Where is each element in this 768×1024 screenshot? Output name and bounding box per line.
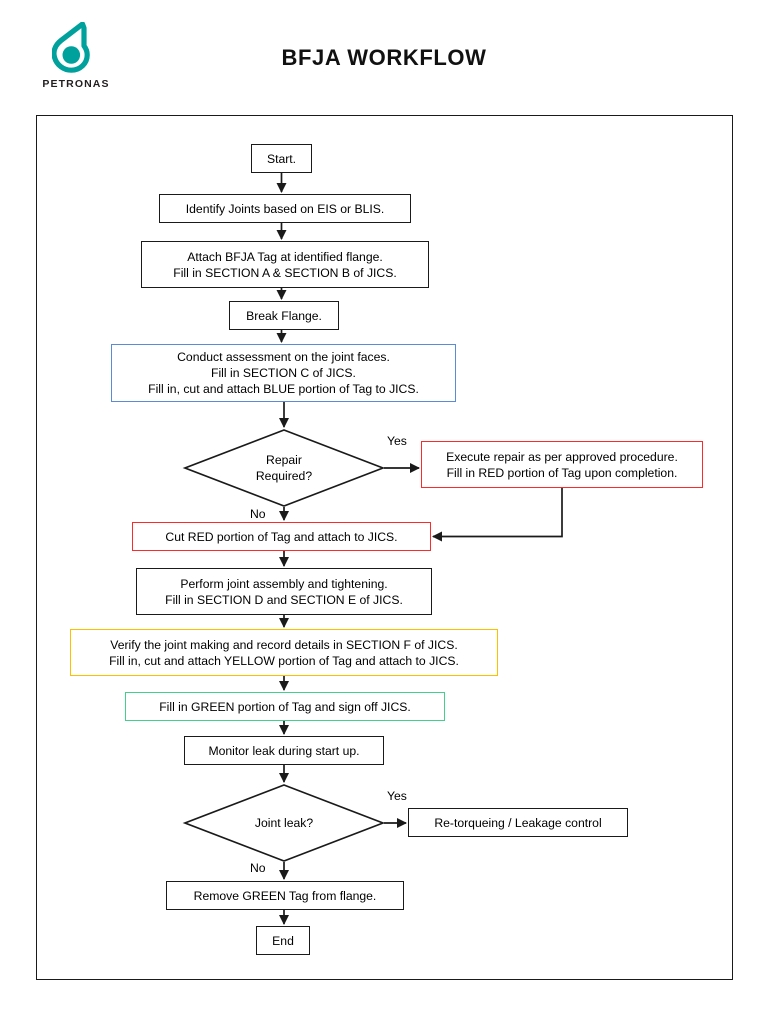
node-identify-joints[interactable]: Identify Joints based on EIS or BLIS. (159, 194, 411, 223)
petronas-oil-drop-icon (51, 21, 100, 76)
edge-label-repair-no: No (250, 507, 266, 521)
node-end-label: End (272, 933, 294, 948)
node-remove-green-tag[interactable]: Remove GREEN Tag from flange. (166, 881, 404, 910)
node-perform-joint-assembly[interactable]: Perform joint assembly and tightening. F… (136, 568, 432, 615)
node-verify-joint-making[interactable]: Verify the joint making and record detai… (70, 629, 498, 676)
node-cut-red-portion-label: Cut RED portion of Tag and attach to JIC… (165, 529, 398, 544)
node-break-flange[interactable]: Break Flange. (229, 301, 339, 330)
node-joint-leak[interactable]: Joint leak? (182, 784, 386, 862)
node-execute-repair[interactable]: Execute repair as per approved procedure… (421, 441, 703, 488)
edge-label-leak-no: No (250, 861, 266, 875)
flowchart-frame: Start. Identify Joints based on EIS or B… (36, 115, 733, 980)
node-monitor-leak[interactable]: Monitor leak during start up. (184, 736, 384, 765)
node-repair-required-label: Repair Required? (255, 453, 313, 483)
page-header: PETRONAS BFJA WORKFLOW (0, 0, 768, 115)
node-start[interactable]: Start. (251, 144, 312, 173)
node-re-torqueing[interactable]: Re-torqueing / Leakage control (408, 808, 628, 837)
edge-label-leak-yes: Yes (387, 789, 407, 803)
node-fill-green-portion[interactable]: Fill in GREEN portion of Tag and sign of… (125, 692, 445, 721)
edge-label-repair-yes: Yes (387, 434, 407, 448)
node-verify-joint-making-label: Verify the joint making and record detai… (109, 637, 459, 668)
node-start-label: Start. (266, 151, 297, 166)
node-monitor-leak-label: Monitor leak during start up. (208, 743, 360, 758)
node-end[interactable]: End (256, 926, 310, 955)
node-repair-required[interactable]: Repair Required? (182, 429, 386, 507)
node-cut-red-portion[interactable]: Cut RED portion of Tag and attach to JIC… (132, 522, 431, 551)
node-joint-leak-label: Joint leak? (254, 816, 314, 830)
node-identify-joints-label: Identify Joints based on EIS or BLIS. (185, 201, 385, 216)
page-title: BFJA WORKFLOW (281, 45, 487, 70)
node-execute-repair-label: Execute repair as per approved procedure… (446, 449, 678, 480)
node-fill-green-portion-label: Fill in GREEN portion of Tag and sign of… (159, 699, 411, 714)
node-break-flange-label: Break Flange. (246, 308, 322, 323)
node-perform-joint-assembly-label: Perform joint assembly and tightening. F… (165, 576, 403, 607)
node-attach-bfja-tag-label: Attach BFJA Tag at identified flange. Fi… (173, 249, 397, 280)
node-conduct-assessment-label: Conduct assessment on the joint faces. F… (148, 350, 419, 396)
node-re-torqueing-label: Re-torqueing / Leakage control (434, 815, 602, 830)
node-remove-green-tag-label: Remove GREEN Tag from flange. (193, 888, 377, 903)
node-attach-bfja-tag[interactable]: Attach BFJA Tag at identified flange. Fi… (141, 241, 429, 288)
flowchart-canvas: Start. Identify Joints based on EIS or B… (37, 116, 734, 981)
petronas-wordmark: PETRONAS (42, 78, 110, 90)
petronas-logo: PETRONAS (38, 21, 114, 92)
node-conduct-assessment[interactable]: Conduct assessment on the joint faces. F… (111, 344, 456, 402)
